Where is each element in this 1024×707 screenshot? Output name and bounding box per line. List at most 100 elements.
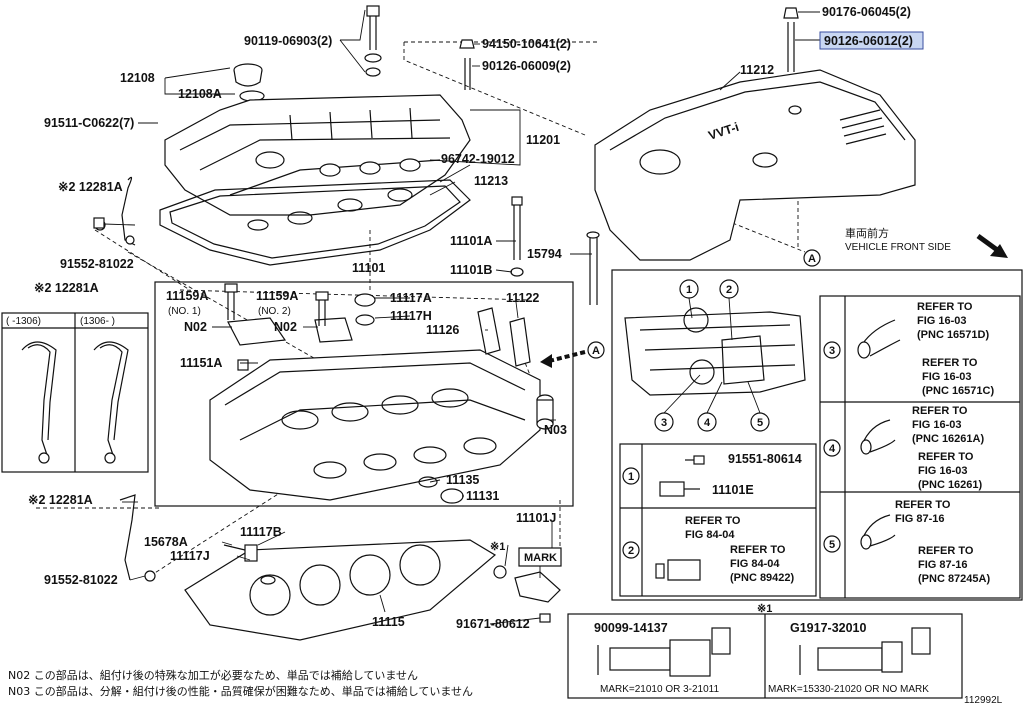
row-1-part2: 11101E (712, 483, 754, 497)
label-11101J: 11101J (516, 511, 556, 525)
label-11135: 11135 (446, 473, 479, 487)
label-15678A: 15678A (144, 535, 188, 549)
ref-2b-line1: REFER TO (730, 544, 786, 556)
row-2-id: 2 (628, 545, 634, 557)
label-11131: 11131 (466, 489, 499, 503)
mark-table-title: ※1 (757, 603, 772, 615)
label-11101A: 11101A (450, 234, 492, 248)
ref-2a: REFER TO FIG 84-04 (685, 515, 741, 541)
row-3-id: 3 (829, 345, 835, 357)
ref-2a-line2: FIG 84-04 (685, 529, 735, 541)
ref-4a-line3: (PNC 16261A) (912, 433, 984, 445)
inset-col1: ( -1306) (6, 316, 41, 327)
cylinder-head-11101 (209, 349, 541, 501)
ref-2a-line1: REFER TO (685, 515, 741, 527)
mark-left-mark: MARK=21010 OR 3-21011 (600, 684, 719, 695)
bolt-11101A (510, 196, 524, 277)
callout-circles: 1 2 3 4 5 (654, 279, 770, 432)
diagram-id: 112992L (964, 695, 1003, 706)
ref-4a-line1: REFER TO (912, 405, 968, 417)
ref-3a: REFER TO FIG 16-03 (PNC 16571D) (917, 301, 989, 341)
label-N03: N03 (544, 423, 567, 437)
label-11101: 11101 (352, 261, 385, 275)
bolt-91552 (93, 217, 105, 229)
label-11151A: 11151A (180, 356, 222, 370)
inset-title: ※2 12281A (34, 281, 99, 295)
label-11212: 11212 (740, 63, 774, 77)
note-n03: N03 この部品は、分解・組付け後の性能・品質確保が困難なため、単品では補給して… (8, 684, 473, 698)
label-12281A-top: ※2 12281A (58, 180, 123, 194)
ref-3b: REFER TO FIG 16-03 (PNC 16571C) (922, 357, 994, 397)
arrow-to-a: A (540, 341, 605, 368)
ref-5a-line1: REFER TO (895, 499, 951, 511)
cam-caps (227, 317, 353, 371)
ref-4a: REFER TO FIG 16-03 (PNC 16261A) (912, 405, 984, 445)
label-11122: 11122 (506, 291, 539, 305)
label-no1: (NO. 1) (168, 306, 201, 317)
cylinder-head-cover-11201 (164, 94, 471, 216)
ref-4b: REFER TO FIG 16-03 (PNC 16261) (918, 451, 983, 491)
label-12108: 12108 (120, 71, 155, 85)
label-96742: 96742-19012 (441, 152, 515, 166)
mark-right-part: G1917-32010 (790, 621, 867, 635)
leader-lines (103, 9, 820, 625)
plug-15678A (223, 544, 276, 585)
stud-90126-b (783, 7, 799, 72)
bolts-11159A (224, 283, 329, 326)
mark-table: ※1 90099-14137 G1917-32010 MARK=21010 OR… (567, 603, 963, 699)
label-no2: (NO. 2) (258, 306, 291, 317)
row-5-id: 5 (829, 539, 835, 551)
label-91511: 91511-C0622(7) (44, 116, 134, 130)
label-mark: MARK (524, 552, 557, 564)
bolt-91671 (539, 613, 551, 623)
label-90176: 90176-06045(2) (822, 5, 911, 19)
bolt-90119 (364, 5, 382, 77)
panel-a-label: A (808, 253, 816, 265)
label-94150: 94150-10641(2) (482, 37, 571, 51)
inset-col2: (1306- ) (80, 316, 115, 327)
stud-90126-a (459, 39, 475, 90)
vehicle-front-en: VEHICLE FRONT SIDE (845, 242, 951, 253)
label-11101B: 11101B (450, 263, 492, 277)
ref-2b-line3: (PNC 89422) (730, 572, 795, 584)
ref-5b-line3: (PNC 87245A) (918, 573, 990, 585)
label-90119: 90119-06903(2) (244, 34, 332, 48)
tubes-11122-11126 (477, 307, 531, 367)
ref-4b-line2: FIG 16-03 (918, 465, 968, 477)
ref-5a: REFER TO FIG 87-16 (895, 499, 951, 525)
row-1-part1: 91551-80614 (728, 452, 802, 466)
ref-5b-line2: FIG 87-16 (918, 559, 968, 571)
label-11159A-2: 11159A (256, 289, 298, 303)
label-91671: 91671-80612 (456, 617, 530, 631)
label-91552-bottom: 91552-81022 (44, 573, 118, 587)
label-mark-note: ※1 (490, 541, 505, 553)
label-11117B: 11117B (240, 525, 282, 539)
panel-a: A 1 2 3 4 5 3 4 5 (611, 249, 1023, 601)
callout-4: 4 (704, 417, 711, 429)
ref-4b-line3: (PNC 16261) (918, 479, 983, 491)
ref-3b-line1: REFER TO (922, 357, 978, 369)
note-n02: N02 この部品は、組付け後の特殊な加工が必要なため、単品では補給していません (8, 668, 418, 682)
callout-1: 1 (686, 284, 692, 296)
ref-5a-line2: FIG 87-16 (895, 513, 945, 525)
callout-3: 3 (661, 417, 667, 429)
label-N02-b: N02 (274, 320, 297, 334)
ref-3a-line2: FIG 16-03 (917, 315, 967, 327)
ref-3a-line3: (PNC 16571D) (917, 329, 989, 341)
label-15794: 15794 (527, 247, 562, 261)
label-11213: 11213 (474, 174, 508, 188)
label-11117J: 11117J (170, 549, 210, 563)
label-11117A: 11117A (390, 291, 432, 305)
part-labels: 90119-06903(2) 94150-10641(2) 90126-0600… (28, 5, 924, 631)
head-gasket-11115 (184, 539, 497, 641)
plug-11117A (354, 293, 376, 326)
label-12108A: 12108A (178, 87, 222, 101)
label-11201: 11201 (526, 133, 560, 147)
notes: N02 この部品は、組付け後の特殊な加工が必要なため、単品では補給していません … (8, 668, 473, 698)
label-90126-b: 90126-06012(2) (824, 34, 913, 48)
inset-12281A: ※2 12281A ( -1306) (1306- ) (1, 281, 149, 473)
label-90126-a: 90126-06009(2) (482, 59, 571, 73)
mark-left-part: 90099-14137 (594, 621, 668, 635)
ref-3b-line2: FIG 16-03 (922, 371, 972, 383)
